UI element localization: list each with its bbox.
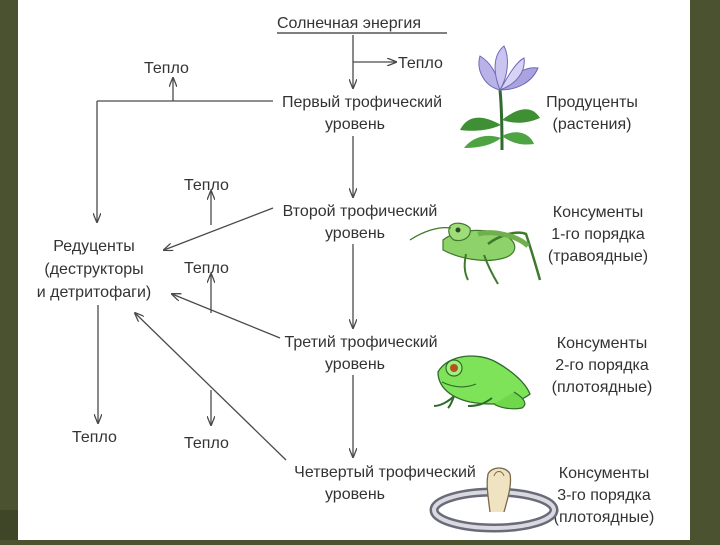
right-frame-strip <box>690 0 720 540</box>
consumers3-label-line1: Консументы <box>559 465 649 482</box>
level2-label-line1: Второй трофический <box>283 203 438 220</box>
consumers3-label-line2: 3-го порядка <box>557 487 651 504</box>
reducers-label-line1: Редуценты <box>53 238 134 255</box>
bottom-frame-strip <box>0 510 18 540</box>
arrow-level4-to-reducers <box>135 313 287 461</box>
level2-label-line2: уровень <box>325 225 385 242</box>
heat-label-level2: Тепло <box>184 177 229 194</box>
consumers3-label-line3: (плотоядные) <box>554 509 655 526</box>
trophic-levels-diagram: Солнечная энергия Тепло Первый трофическ… <box>37 15 655 533</box>
frog-icon <box>433 355 531 410</box>
level3-label-line1: Третий трофический <box>284 334 437 351</box>
level1-label-line1: Первый трофический <box>282 94 442 111</box>
flower-icon <box>460 45 540 151</box>
consumers2-label-line3: (плотоядные) <box>552 379 653 396</box>
consumers2-label-line1: Консументы <box>557 335 647 352</box>
cobra-icon <box>429 467 559 533</box>
arrow-level3-to-reducers <box>172 294 281 339</box>
heat-label-level4: Тепло <box>184 435 229 452</box>
grasshopper-icon <box>409 222 542 285</box>
level4-label-line2: уровень <box>325 486 385 503</box>
heat-label-reducers: Тепло <box>72 429 117 446</box>
level1-label-line2: уровень <box>325 116 385 133</box>
consumers1-label-line3: (травоядные) <box>548 248 648 265</box>
arrow-level2-to-reducers <box>164 207 274 250</box>
consumers2-label-line2: 2-го порядка <box>555 357 649 374</box>
reducers-label-line2: (деструкторы <box>44 261 143 278</box>
producers-label-line2: (растения) <box>553 116 632 133</box>
level3-label-line2: уровень <box>325 356 385 373</box>
consumers1-label-line2: 1-го порядка <box>551 226 645 243</box>
heat-label-sun: Тепло <box>398 55 443 72</box>
level4-label-line1: Четвертый трофический <box>294 464 476 481</box>
slide-canvas: Солнечная энергия Тепло Первый трофическ… <box>18 0 690 540</box>
producers-label-line1: Продуценты <box>546 94 638 111</box>
heat-label-level1: Тепло <box>144 60 189 77</box>
heat-label-level3: Тепло <box>184 260 229 277</box>
solar-energy-label: Солнечная энергия <box>277 15 421 32</box>
consumers1-label-line1: Консументы <box>553 204 643 221</box>
reducers-label-line3: и детритофаги) <box>37 284 151 301</box>
